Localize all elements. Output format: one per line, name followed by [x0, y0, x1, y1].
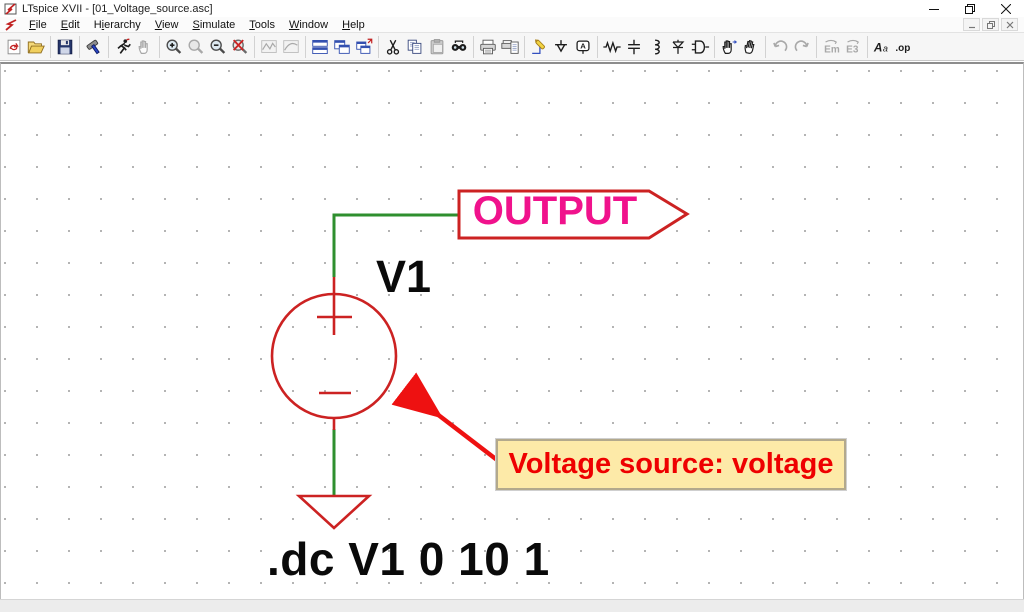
resistor-icon[interactable] [601, 35, 623, 59]
toolbar-separator [597, 35, 598, 58]
toolbar-separator [378, 35, 379, 58]
control-panel-icon[interactable] [83, 35, 105, 59]
svg-text:A: A [580, 41, 586, 50]
toolbar-separator [765, 35, 766, 58]
toolbar-separator [473, 35, 474, 58]
close-icon[interactable] [988, 0, 1024, 17]
menu-simulate[interactable]: Simulate [192, 18, 236, 31]
waveform-a-icon [258, 35, 280, 59]
ltspice-app-icon [4, 2, 17, 15]
drag-icon[interactable] [740, 35, 762, 59]
zoom-extents-icon [185, 35, 207, 59]
svg-text:E3: E3 [846, 44, 859, 55]
mdi-window-controls [963, 18, 1024, 31]
voltage-source-symbol[interactable] [270, 277, 398, 430]
diode-icon[interactable] [667, 35, 689, 59]
rotate-icon: E3 [842, 35, 864, 59]
net-label-text[interactable]: OUTPUT [472, 189, 638, 233]
paste-icon [426, 35, 448, 59]
new-schematic-icon[interactable] [3, 35, 25, 59]
status-bar [0, 599, 1024, 612]
ground-symbol[interactable] [295, 494, 373, 530]
toolbar-separator [714, 35, 715, 58]
menu-bar: File Edit Hierarchy View Simulate Tools Window… [0, 17, 1024, 33]
mdi-close-icon[interactable] [1001, 18, 1018, 31]
title-bar: LTspice XVII - [01_Voltage_source.asc] [0, 0, 1024, 17]
wire-icon[interactable] [528, 35, 550, 59]
spice-directive-text[interactable]: .dc V1 0 10 1 [267, 533, 550, 585]
svg-text:a: a [883, 43, 888, 53]
mirror-icon: Em [820, 35, 842, 59]
wire-top[interactable] [332, 213, 459, 277]
svg-text:A: A [873, 40, 883, 54]
waveform-b-icon [280, 35, 302, 59]
toolbar-separator [79, 35, 80, 58]
toolbar-separator [816, 35, 817, 58]
open-icon[interactable] [25, 35, 47, 59]
find-icon[interactable] [448, 35, 470, 59]
mdi-minimize-icon[interactable] [963, 18, 980, 31]
schematic-canvas[interactable]: OUTPUT V1 .dc V1 0 10 1 Voltage source: … [0, 62, 1024, 599]
ground-icon[interactable] [550, 35, 572, 59]
schematic-drawing [270, 189, 690, 530]
zoom-undo-icon[interactable] [229, 35, 251, 59]
copy-icon[interactable] [404, 35, 426, 59]
svg-text:.op: .op [895, 43, 910, 54]
svg-text:Em: Em [824, 44, 840, 55]
schematic-doc-icon [5, 18, 17, 31]
redo-icon [791, 35, 813, 59]
menu-file[interactable]: File [29, 18, 47, 31]
halt-icon [134, 35, 156, 59]
mdi-restore-icon[interactable] [982, 18, 999, 31]
annotation-arrow[interactable] [391, 372, 503, 465]
net-label-icon[interactable]: A [572, 35, 594, 59]
toolbar-separator [524, 35, 525, 58]
capacitor-icon[interactable] [623, 35, 645, 59]
undo-icon [769, 35, 791, 59]
toolbar-separator [108, 35, 109, 58]
menu-hierarchy[interactable]: Hierarchy [93, 18, 141, 31]
net-label-flag[interactable] [457, 189, 690, 240]
restore-icon[interactable] [952, 0, 988, 17]
zoom-in-icon[interactable] [163, 35, 185, 59]
menu-view[interactable]: View [154, 18, 179, 31]
window-title: LTspice XVII - [01_Voltage_source.asc] [22, 2, 213, 15]
cascade-windows-icon[interactable] [353, 35, 375, 59]
save-icon[interactable] [54, 35, 76, 59]
tile-horizontal-icon[interactable] [309, 35, 331, 59]
component-icon[interactable] [689, 35, 711, 59]
run-icon[interactable] [112, 35, 134, 59]
minimize-icon[interactable] [916, 0, 952, 17]
menu-tools[interactable]: Tools [249, 18, 275, 31]
toolbar-separator [50, 35, 51, 58]
menu-edit[interactable]: Edit [60, 18, 80, 31]
print-preview-icon[interactable] [499, 35, 521, 59]
toolbar-separator [867, 35, 868, 58]
menu-help[interactable]: Help [342, 18, 365, 31]
annotation-box[interactable]: Voltage source: voltage [495, 438, 847, 491]
spice-directive-icon[interactable]: .op [893, 35, 915, 59]
annotation-text: Voltage source: voltage [508, 448, 834, 480]
toolbar-separator [254, 35, 255, 58]
menu-window[interactable]: Window [288, 18, 329, 31]
print-icon[interactable] [477, 35, 499, 59]
zoom-out-icon[interactable] [207, 35, 229, 59]
toolbar-separator [159, 35, 160, 58]
toolbar-separator [305, 35, 306, 58]
move-icon[interactable] [718, 35, 740, 59]
tile-vertical-icon[interactable] [331, 35, 353, 59]
cut-icon[interactable] [382, 35, 404, 59]
inductor-icon[interactable] [645, 35, 667, 59]
component-name-label[interactable]: V1 [376, 251, 432, 302]
